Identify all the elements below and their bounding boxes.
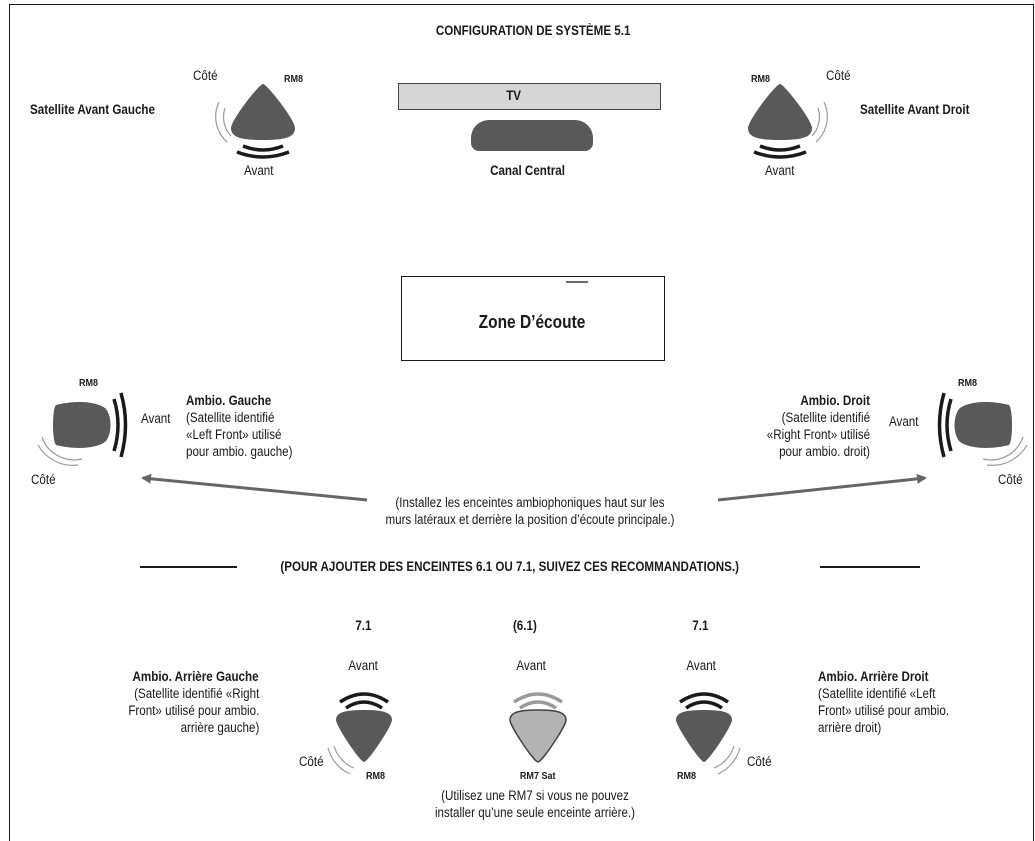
surround-left-model: RM8 xyxy=(79,377,99,389)
rear-right-speaker-icon xyxy=(676,692,741,775)
front-left-model: RM8 xyxy=(284,73,304,85)
surround-left-label: Ambio. Gauche xyxy=(186,393,272,408)
front-left-speaker-icon xyxy=(215,84,295,159)
rear-left-front-label: Avant xyxy=(348,658,378,673)
rear-center-model: RM7 Sat xyxy=(519,770,556,782)
surround-left-speaker-icon xyxy=(37,392,128,466)
surround-right-model: RM8 xyxy=(958,377,978,389)
arrow-to-left-surround xyxy=(141,473,368,502)
front-right-label: Satellite Avant Droit xyxy=(860,102,970,117)
surround-left-side-label: Côté xyxy=(31,472,56,487)
surround-right-side-label: Côté xyxy=(998,472,1023,487)
rear-center-front-label: Avant xyxy=(516,658,546,673)
arrow-to-right-surround xyxy=(717,473,927,502)
surround-right-front-label: Avant xyxy=(889,414,919,429)
listening-zone-box xyxy=(401,276,665,361)
rear-right-label: Ambio. Arrière Droit xyxy=(818,669,929,684)
divider-line-right xyxy=(820,566,920,568)
center-speaker-icon xyxy=(471,120,593,151)
rear-center-note: (Utilisez une RM7 si vous ne pouvez inst… xyxy=(434,788,636,820)
diagram-title: CONFIGURATION DE SYSTÈME 5.1 xyxy=(435,23,631,38)
rear-left-label: Ambio. Arrière Gauche xyxy=(132,669,259,684)
front-right-side-label: Côté xyxy=(826,68,851,83)
rear-right-model: RM8 xyxy=(677,770,697,782)
front-right-front-label: Avant xyxy=(765,163,795,178)
rear-left-config: 7.1 xyxy=(355,618,372,633)
divider-line-left xyxy=(140,566,237,568)
rear-center-speaker-icon xyxy=(509,692,567,763)
front-right-speaker-icon xyxy=(748,84,828,159)
front-left-side-label: Côté xyxy=(193,68,218,83)
rear-right-front-label: Avant xyxy=(686,658,716,673)
rear-left-side-label: Côté xyxy=(299,754,324,769)
rear-right-config: 7.1 xyxy=(692,618,709,633)
tv-label: TV xyxy=(506,88,522,103)
rear-left-model: RM8 xyxy=(366,770,386,782)
surround-left-front-label: Avant xyxy=(141,411,171,426)
rear-left-speaker-icon xyxy=(327,692,392,775)
rear-right-note: (Satellite identifié «Left Front» utilis… xyxy=(818,686,950,735)
divider-text: (POUR AJOUTER DES ENCEINTES 6.1 OU 7.1, … xyxy=(280,559,739,574)
diagram-frame xyxy=(9,4,1034,841)
listening-zone-label: Zone D’écoute xyxy=(478,312,586,332)
front-left-label: Satellite Avant Gauche xyxy=(30,102,155,117)
surround-right-label: Ambio. Droit xyxy=(800,393,870,408)
zone-marker xyxy=(566,281,588,283)
front-right-model: RM8 xyxy=(751,73,771,85)
surround-instruction: (Installez les enceintes ambiophoniques … xyxy=(385,495,675,527)
surround-left-note: (Satellite identifié «Left Front» utilis… xyxy=(186,410,293,459)
rear-right-side-label: Côté xyxy=(747,754,772,769)
tv-screen xyxy=(398,83,661,110)
rear-left-note: (Satellite identifié «Right Front» utili… xyxy=(127,686,259,735)
rear-center-config: (6.1) xyxy=(512,618,537,633)
surround-right-note: (Satellite identifié «Right Front» utili… xyxy=(766,410,870,459)
surround-right-speaker-icon xyxy=(937,392,1028,466)
center-channel-label: Canal Central xyxy=(490,163,565,178)
front-left-front-label: Avant xyxy=(244,163,274,178)
